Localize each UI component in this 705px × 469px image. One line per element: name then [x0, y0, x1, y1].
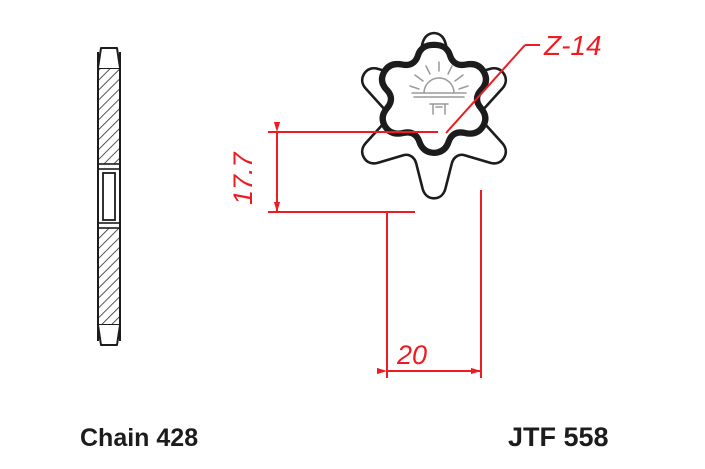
gate-glyph-icon — [429, 103, 449, 115]
sun-dome-icon — [423, 77, 455, 94]
dimension-annotations — [268, 44, 540, 378]
middle-web-upper-lip — [97, 163, 121, 170]
sun-ray-mid-left — [414, 74, 424, 82]
bottom-chamfer-tip — [97, 324, 121, 346]
top-chamfer-tip — [97, 47, 121, 69]
spline-callout-leader — [445, 44, 526, 134]
middle-web-lower-lip — [97, 222, 121, 229]
width-dim-value: 20 — [396, 340, 427, 370]
sun-ray-low-left — [409, 85, 420, 90]
inner-spline-hub — [378, 41, 490, 156]
side-section-view — [97, 47, 121, 346]
sun-ray-mid-right — [454, 74, 464, 82]
middle-web-inner — [102, 172, 116, 221]
lower-hatched-section — [98, 227, 120, 325]
part-number-caption: JTF 558 — [508, 422, 609, 452]
chain-size-caption: Chain 428 — [80, 424, 199, 452]
sun-ray-upper-left — [425, 65, 431, 75]
upper-hatched-section — [98, 68, 120, 166]
spline-count-callout-label: Z-14 — [543, 30, 602, 61]
front-face-view — [360, 31, 508, 200]
sunrise-stamp-logo — [409, 61, 469, 115]
sun-ray-low-right — [458, 85, 469, 90]
height-dim-value: 17.7 — [228, 151, 258, 205]
sun-ray-upper-right — [447, 65, 453, 75]
